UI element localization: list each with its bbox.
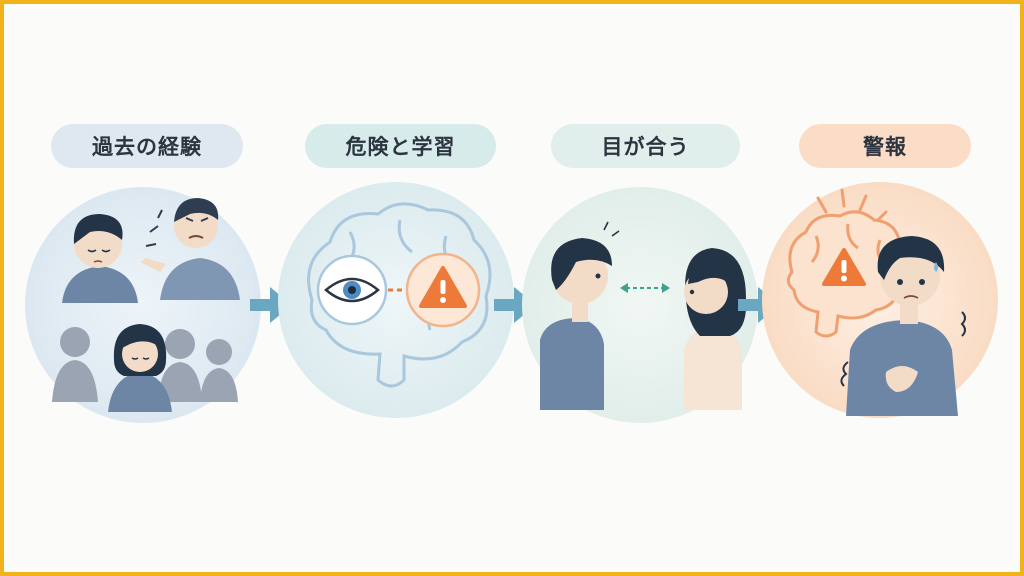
boy-profile <box>540 221 620 410</box>
step-label-past-experience: 過去の経験 <box>51 124 243 168</box>
arrow-right-icon <box>738 287 780 323</box>
sad-boy <box>62 214 138 303</box>
sad-girl <box>108 324 172 412</box>
brain-icon <box>307 202 492 388</box>
dashed-double-arrow-icon <box>620 283 670 293</box>
arrow-right-icon <box>494 287 536 323</box>
scene-eye-contact <box>522 187 758 423</box>
arrow-right-icon <box>250 287 292 323</box>
step-label-danger-learning: 危険と学習 <box>305 124 496 168</box>
scene-danger-learning <box>278 182 514 418</box>
step-label-alarm: 警報 <box>799 124 971 168</box>
warning-icon <box>822 248 866 286</box>
crowd <box>52 327 238 402</box>
step-label-eye-contact: 目が合う <box>551 124 740 168</box>
girl-profile <box>684 248 747 410</box>
scene-bg-circle <box>278 182 514 418</box>
anxious-boy <box>840 236 966 416</box>
scene-alarm <box>762 182 998 418</box>
angry-adult <box>140 198 240 300</box>
eye-icon <box>324 277 380 303</box>
scene-past-experience <box>25 187 261 423</box>
warning-icon <box>419 266 467 308</box>
